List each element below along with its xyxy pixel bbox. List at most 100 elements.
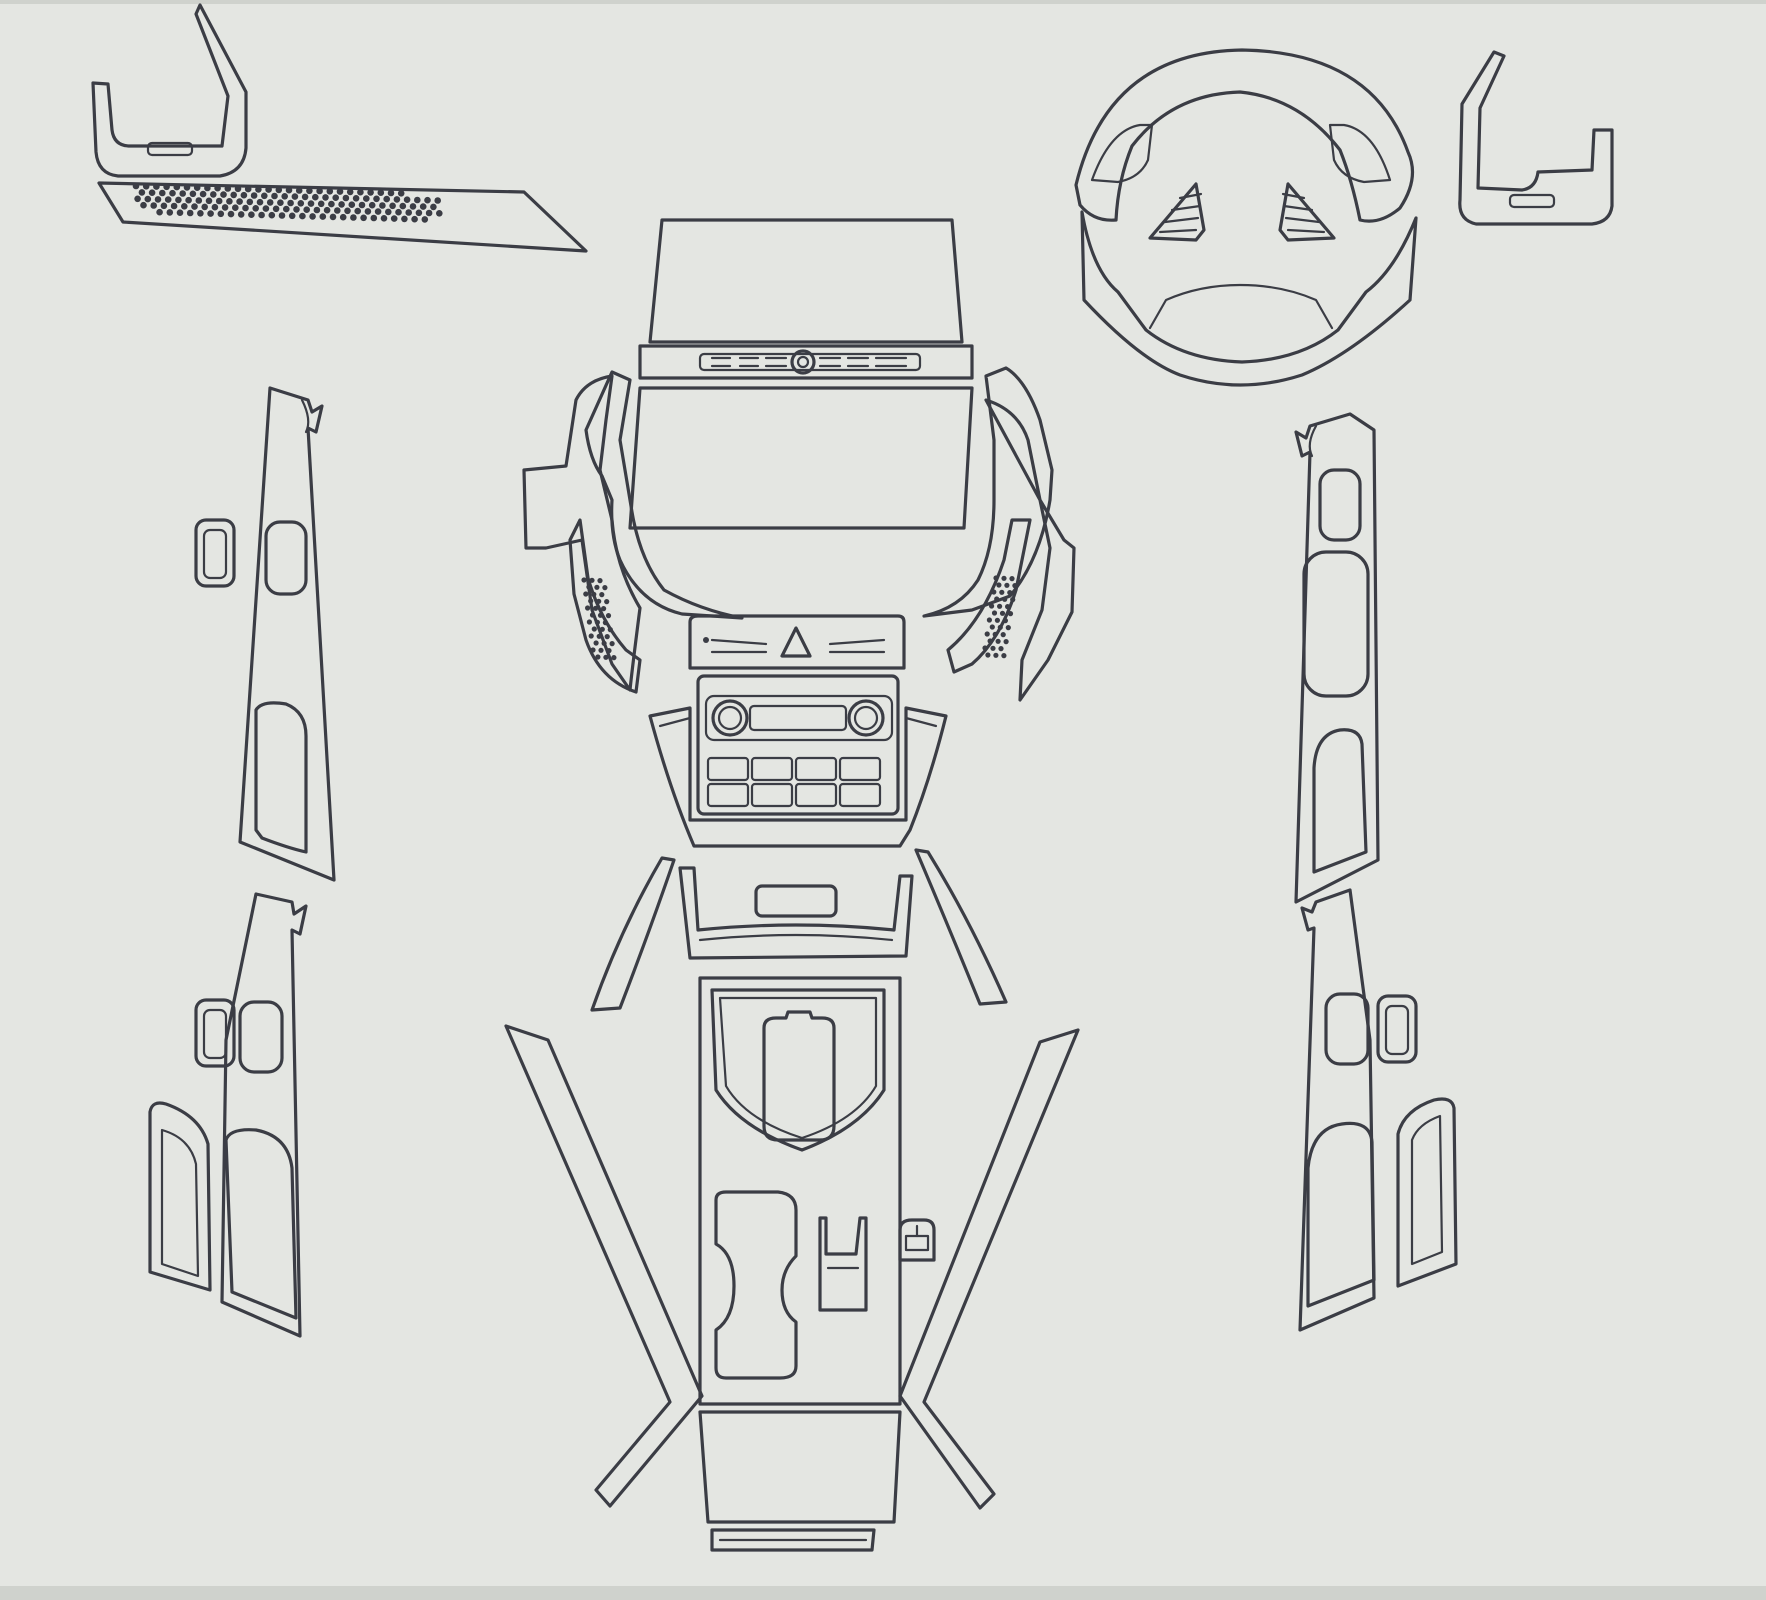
speaker-grille-dot (234, 185, 242, 193)
speaker-grille-dot (142, 183, 150, 190)
left-center-side-panel (522, 370, 744, 694)
speaker-grille-dot (411, 215, 418, 223)
speaker-grille-dot (160, 202, 168, 210)
speaker-grille-dot (373, 195, 380, 203)
speaker-grille-dot (277, 199, 284, 206)
speaker-grille-dot (596, 598, 602, 604)
speaker-grille-dot (250, 192, 258, 199)
speaker-grille-dot (581, 577, 587, 583)
speaker-grille-dot (1001, 575, 1007, 581)
speaker-grille-dot (237, 211, 245, 218)
speaker-grille-dot (181, 203, 188, 210)
screen-bottom-edge (0, 1586, 1766, 1600)
speaker-grille-dot (368, 201, 376, 209)
speaker-grille-dot (599, 592, 605, 598)
speaker-grille-dot (606, 648, 612, 654)
speaker-grille-dot (278, 212, 286, 219)
speaker-grille-dot (197, 210, 204, 217)
speaker-grille-dot (593, 605, 599, 611)
speaker-grille-dot (997, 603, 1003, 609)
right-steering-vent (1278, 182, 1336, 242)
speaker-grille-dot (334, 207, 341, 214)
speaker-grille-dot (295, 187, 303, 194)
speaker-grille-dot (596, 633, 602, 639)
speaker-grille-dot (215, 197, 223, 205)
speaker-grille-dot (1004, 582, 1010, 588)
speaker-grille-dot (204, 184, 211, 192)
speaker-grille-dot (207, 210, 214, 217)
speaker-grille-dot (609, 641, 615, 647)
speaker-grille-dot (604, 599, 610, 605)
speaker-grille-dot (1010, 597, 1016, 603)
left-front-door-panel (194, 386, 336, 882)
speaker-grille-dot (360, 214, 367, 222)
speaker-grille-dot (601, 606, 607, 612)
speaker-grille-dot (185, 196, 192, 204)
speaker-grille-dot (415, 209, 423, 217)
speaker-grille-dot (987, 638, 993, 644)
speaker-grille-dot (153, 183, 160, 190)
climate-button-outline (750, 782, 794, 808)
speaker-grille-dot (997, 624, 1003, 630)
speaker-grille-dot (421, 216, 429, 223)
speaker-grille-dot (989, 603, 995, 609)
speaker-grille-dot (338, 201, 345, 208)
speaker-grille-dot (611, 655, 617, 661)
speaker-grille-dot (226, 198, 233, 205)
speaker-grille-dot (999, 610, 1006, 616)
speaker-grille-dot (176, 209, 184, 216)
speaker-grille-dot (424, 196, 431, 204)
speaker-grille-dot (1007, 611, 1014, 617)
speaker-grille-dot (303, 206, 311, 213)
speaker-grille-dot (594, 584, 600, 590)
speaker-grille-dot (1005, 604, 1011, 610)
speaker-grille-dot (591, 626, 597, 632)
speaker-grille-dot (271, 192, 278, 200)
speaker-grille-dot (597, 578, 603, 584)
speaker-grille-dot (186, 209, 194, 217)
speaker-grille-dot (383, 195, 391, 203)
speaker-grille-dot (307, 200, 315, 207)
speaker-grille-dot (588, 598, 594, 604)
speaker-grille-dot (586, 619, 593, 625)
speaker-grille-dot (323, 206, 331, 214)
speaker-grille-dot (993, 652, 999, 658)
speaker-grille-dot (589, 612, 596, 618)
speaker-grille-dot (995, 638, 1001, 644)
climate-button-outline (838, 782, 882, 808)
speaker-grille-dot (425, 209, 433, 217)
speaker-grille-dot (985, 652, 991, 658)
speaker-grille-dot (593, 640, 599, 646)
climate-button-outline (750, 756, 794, 782)
speaker-grille-dot (342, 194, 350, 202)
speaker-grille-dot (169, 189, 176, 197)
speaker-grille-dot (996, 582, 1002, 588)
speaker-grille-dot (586, 584, 592, 590)
speaker-grille-dot (258, 211, 265, 219)
speaker-grille-dot (217, 210, 225, 218)
right-rear-door-panel (1298, 888, 1458, 1332)
speaker-grille-dot (201, 203, 208, 211)
speaker-grille-dot (591, 591, 597, 597)
speaker-grille-dot (312, 193, 319, 201)
speaker-grille-dot (252, 205, 259, 212)
speaker-grille-dot (387, 189, 395, 197)
speaker-grille-dot (134, 195, 141, 203)
speaker-grille-dot (221, 204, 229, 211)
speaker-grille-dot (990, 645, 996, 651)
left-dash-end-trim (91, 3, 248, 178)
right-center-side-panel (922, 366, 1076, 702)
speaker-grille-dot (148, 189, 156, 196)
speaker-grille-dot (390, 215, 398, 222)
climate-button-outline (706, 756, 750, 782)
right-dash-end-trim (1458, 50, 1614, 226)
speaker-grille-dot (291, 193, 299, 200)
speaker-grille-dot (403, 196, 411, 203)
right-console-side-strip (898, 848, 1080, 1510)
rear-console-trim (698, 1410, 902, 1552)
cupholder-panel (714, 1190, 936, 1380)
speaker-grille-dot (220, 191, 227, 198)
speaker-grille-dot (191, 203, 198, 210)
speaker-grille-dot (150, 202, 157, 209)
